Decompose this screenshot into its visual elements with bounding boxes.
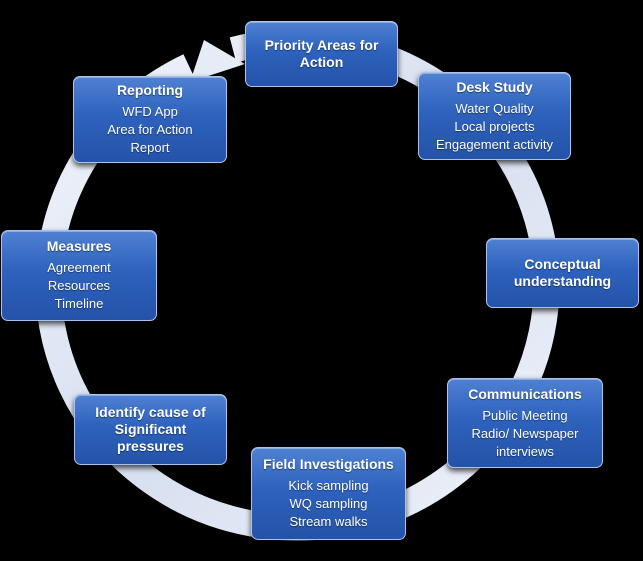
node-title: Priority Areas for Action [264,37,379,70]
node-item: Agreement [47,260,111,275]
node-item: Kick sampling [288,478,369,493]
node-communications: Communications Public Meeting Radio/ New… [447,378,603,468]
node-items: Kick sampling WQ sampling Stream walks [288,477,368,531]
node-item: Stream walks [289,514,368,529]
node-title: Field Investigations [263,456,394,472]
node-item: Engagement activity [435,136,554,152]
node-priority-areas: Priority Areas for Action [245,21,398,87]
node-item: Report [130,140,170,155]
node-items: Agreement Resources Timeline [47,259,111,313]
node-item: Local projects [454,118,535,134]
node-item: Area for Action [107,122,193,137]
ring-arrowhead [190,40,245,82]
node-item: Timeline [54,296,104,311]
node-item: Resources [47,278,111,293]
node-item: interviews [496,443,554,459]
node-title: Identify cause of Significant pressures [95,404,206,454]
node-identify-cause: Identify cause of Significant pressures [74,394,227,465]
node-items: Public Meeting Radio/ Newspaper intervie… [472,407,579,461]
node-desk-study: Desk Study Water Quality Local projects … [418,72,571,160]
node-field-investigations: Field Investigations Kick sampling WQ sa… [251,447,406,540]
node-title: Communications [468,385,582,402]
node-items: Water Quality Local projects Engagement … [436,100,553,154]
node-title: Reporting [116,82,184,98]
node-title: Measures [46,238,112,254]
node-reporting: Reporting WFD App Area for Action Report [73,76,227,163]
node-conceptual-understanding: Conceptual understanding [486,238,639,308]
node-item: Radio/ Newspaper [471,425,579,441]
node-measures: Measures Agreement Resources Timeline [1,230,157,321]
node-items: WFD App Area for Action Report [107,103,192,157]
node-item: WQ sampling [289,496,368,511]
node-title: Desk Study [456,78,533,95]
node-title: Conceptual understanding [513,256,612,289]
node-item: WFD App [122,104,178,119]
node-item: Water Quality [455,100,534,116]
node-item: Public Meeting [482,407,568,423]
